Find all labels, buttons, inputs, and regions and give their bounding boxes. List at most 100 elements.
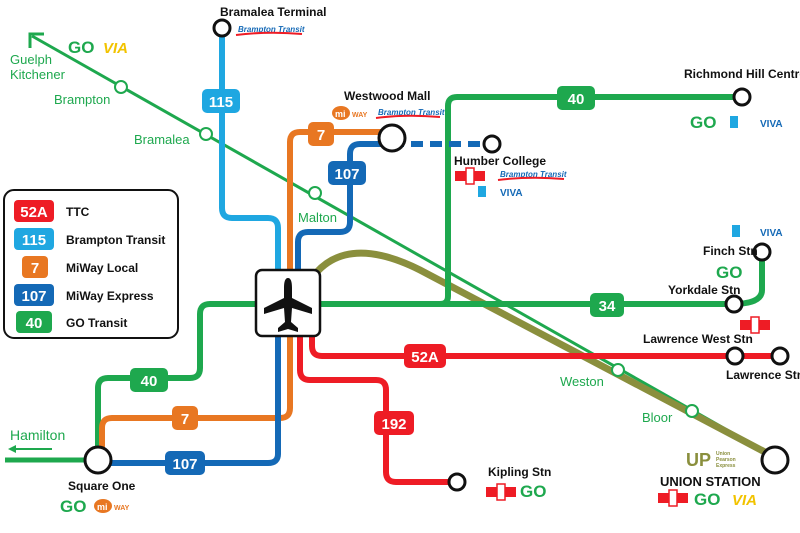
via-icon: VIA [103, 40, 128, 57]
legend-item-miway-local: 7 MiWay Local [22, 256, 138, 278]
legend-label: GO Transit [66, 316, 127, 330]
arrow-icon [28, 32, 44, 48]
route-107-line [98, 330, 281, 466]
station-bramalea-terminal[interactable] [212, 18, 232, 38]
station-weston[interactable] [611, 363, 625, 377]
label-westwood-mall: Westwood Mall [344, 89, 430, 103]
go-kitchener-line [31, 34, 781, 462]
label-kipling: Kipling Stn [488, 465, 551, 479]
badge-label: 7 [181, 411, 189, 428]
label-union: UNION STATION [660, 474, 761, 489]
route-107-line [295, 141, 392, 300]
route-badge-7[interactable]: 7 [308, 122, 334, 146]
legend-label: MiWay Local [66, 261, 138, 275]
station-lawrence[interactable] [770, 346, 790, 366]
svg-text:Union: Union [716, 451, 730, 457]
miway-icon: mi WAY [332, 106, 368, 120]
svg-text:VIVA: VIVA [500, 188, 523, 199]
badge-label: 192 [381, 416, 406, 433]
badge-label: 7 [317, 127, 325, 144]
svg-text:Express: Express [716, 463, 736, 469]
label-richmond-hill: Richmond Hill Centre [684, 67, 800, 81]
route-badge-107[interactable]: 107 [328, 161, 366, 185]
go-icon: GO [690, 113, 716, 132]
station-bloor[interactable] [685, 404, 699, 418]
label-finch: Finch Stn [703, 244, 758, 258]
svg-text:Brampton Transit: Brampton Transit [378, 108, 445, 117]
station-lawrence-west[interactable] [725, 346, 745, 366]
station-brampton[interactable] [114, 80, 128, 94]
station-yorkdale[interactable] [724, 294, 744, 314]
route-115-line [219, 28, 281, 300]
label-brampton: Brampton [54, 92, 110, 107]
station-bramalea[interactable] [199, 127, 213, 141]
airport-icon[interactable] [254, 268, 322, 338]
via-icon: VIA [732, 492, 757, 509]
viva-icon: VIVA [732, 225, 783, 239]
brampton-transit-icon: Brampton Transit [497, 170, 567, 181]
legend-code: 52A [20, 204, 48, 221]
station-square-one[interactable] [83, 445, 113, 475]
station-humber-college[interactable] [482, 134, 502, 154]
route-badge-40[interactable]: 40 [130, 368, 168, 392]
arrow-icon [8, 445, 52, 453]
go-icon: GO [716, 263, 742, 282]
legend: 52A TTC 115 Brampton Transit 7 MiWay Loc… [3, 189, 179, 339]
station-richmond-hill[interactable] [732, 87, 752, 107]
route-192-line [297, 330, 456, 485]
label-lawrence: Lawrence Stn [726, 368, 800, 382]
label-malton: Malton [298, 210, 337, 225]
svg-text:GO: GO [520, 482, 546, 501]
go-icon: GO [68, 38, 94, 57]
route-badge-192[interactable]: 192 [374, 411, 414, 435]
ttc-icon [486, 483, 516, 501]
route-badge-52a[interactable]: 52A [404, 344, 446, 368]
badge-label: 107 [172, 456, 197, 473]
station-kipling[interactable] [447, 472, 467, 492]
legend-label: Brampton Transit [66, 233, 165, 247]
svg-text:VIA: VIA [103, 40, 128, 57]
brampton-transit-icon: Brampton Transit [235, 25, 305, 36]
legend-item-go: 40 GO Transit [16, 311, 127, 333]
svg-text:VIVA: VIVA [760, 228, 783, 239]
station-westwood-mall[interactable] [377, 123, 407, 153]
route-badge-7[interactable]: 7 [172, 406, 198, 430]
go-icon: GO [520, 482, 546, 501]
viva-icon: VIVA [730, 116, 783, 130]
legend-item-miway-express: 107 MiWay Express [14, 284, 154, 306]
label-bloor: Bloor [642, 410, 673, 425]
route-40-line [95, 94, 742, 460]
route-7-line [99, 129, 392, 460]
svg-text:GO: GO [68, 38, 94, 57]
station-finch[interactable] [752, 242, 772, 262]
station-malton[interactable] [308, 186, 322, 200]
svg-text:WAY: WAY [114, 505, 130, 512]
svg-text:VIVA: VIVA [760, 119, 783, 130]
label-bramalea: Bramalea [134, 132, 190, 147]
legend-code: 115 [22, 232, 46, 249]
svg-text:WAY: WAY [352, 112, 368, 119]
legend-label: TTC [66, 205, 90, 219]
legend-label: MiWay Express [66, 289, 154, 303]
label-square-one: Square One [68, 479, 136, 493]
svg-text:GO: GO [694, 490, 720, 509]
svg-text:VIA: VIA [732, 492, 757, 509]
ttc-icon [658, 489, 688, 507]
legend-item-ttc: 52A TTC [14, 200, 90, 222]
ttc-icon [455, 167, 485, 185]
badge-label: 52A [411, 349, 439, 366]
svg-text:GO: GO [716, 263, 742, 282]
route-badge-107[interactable]: 107 [165, 451, 205, 475]
svg-text:GO: GO [690, 113, 716, 132]
route-badge-34[interactable]: 34 [590, 293, 624, 317]
svg-text:Brampton Transit: Brampton Transit [500, 170, 567, 179]
station-union[interactable] [760, 445, 790, 475]
route-badge-40[interactable]: 40 [557, 86, 595, 110]
route-52a-line [309, 330, 780, 359]
up-express-icon: UP Union Pearson Express [686, 450, 736, 470]
route-badge-115[interactable]: 115 [202, 89, 240, 113]
go-icon: GO [60, 497, 86, 516]
label-weston: Weston [560, 374, 604, 389]
label-guelph: Guelph [10, 52, 52, 67]
